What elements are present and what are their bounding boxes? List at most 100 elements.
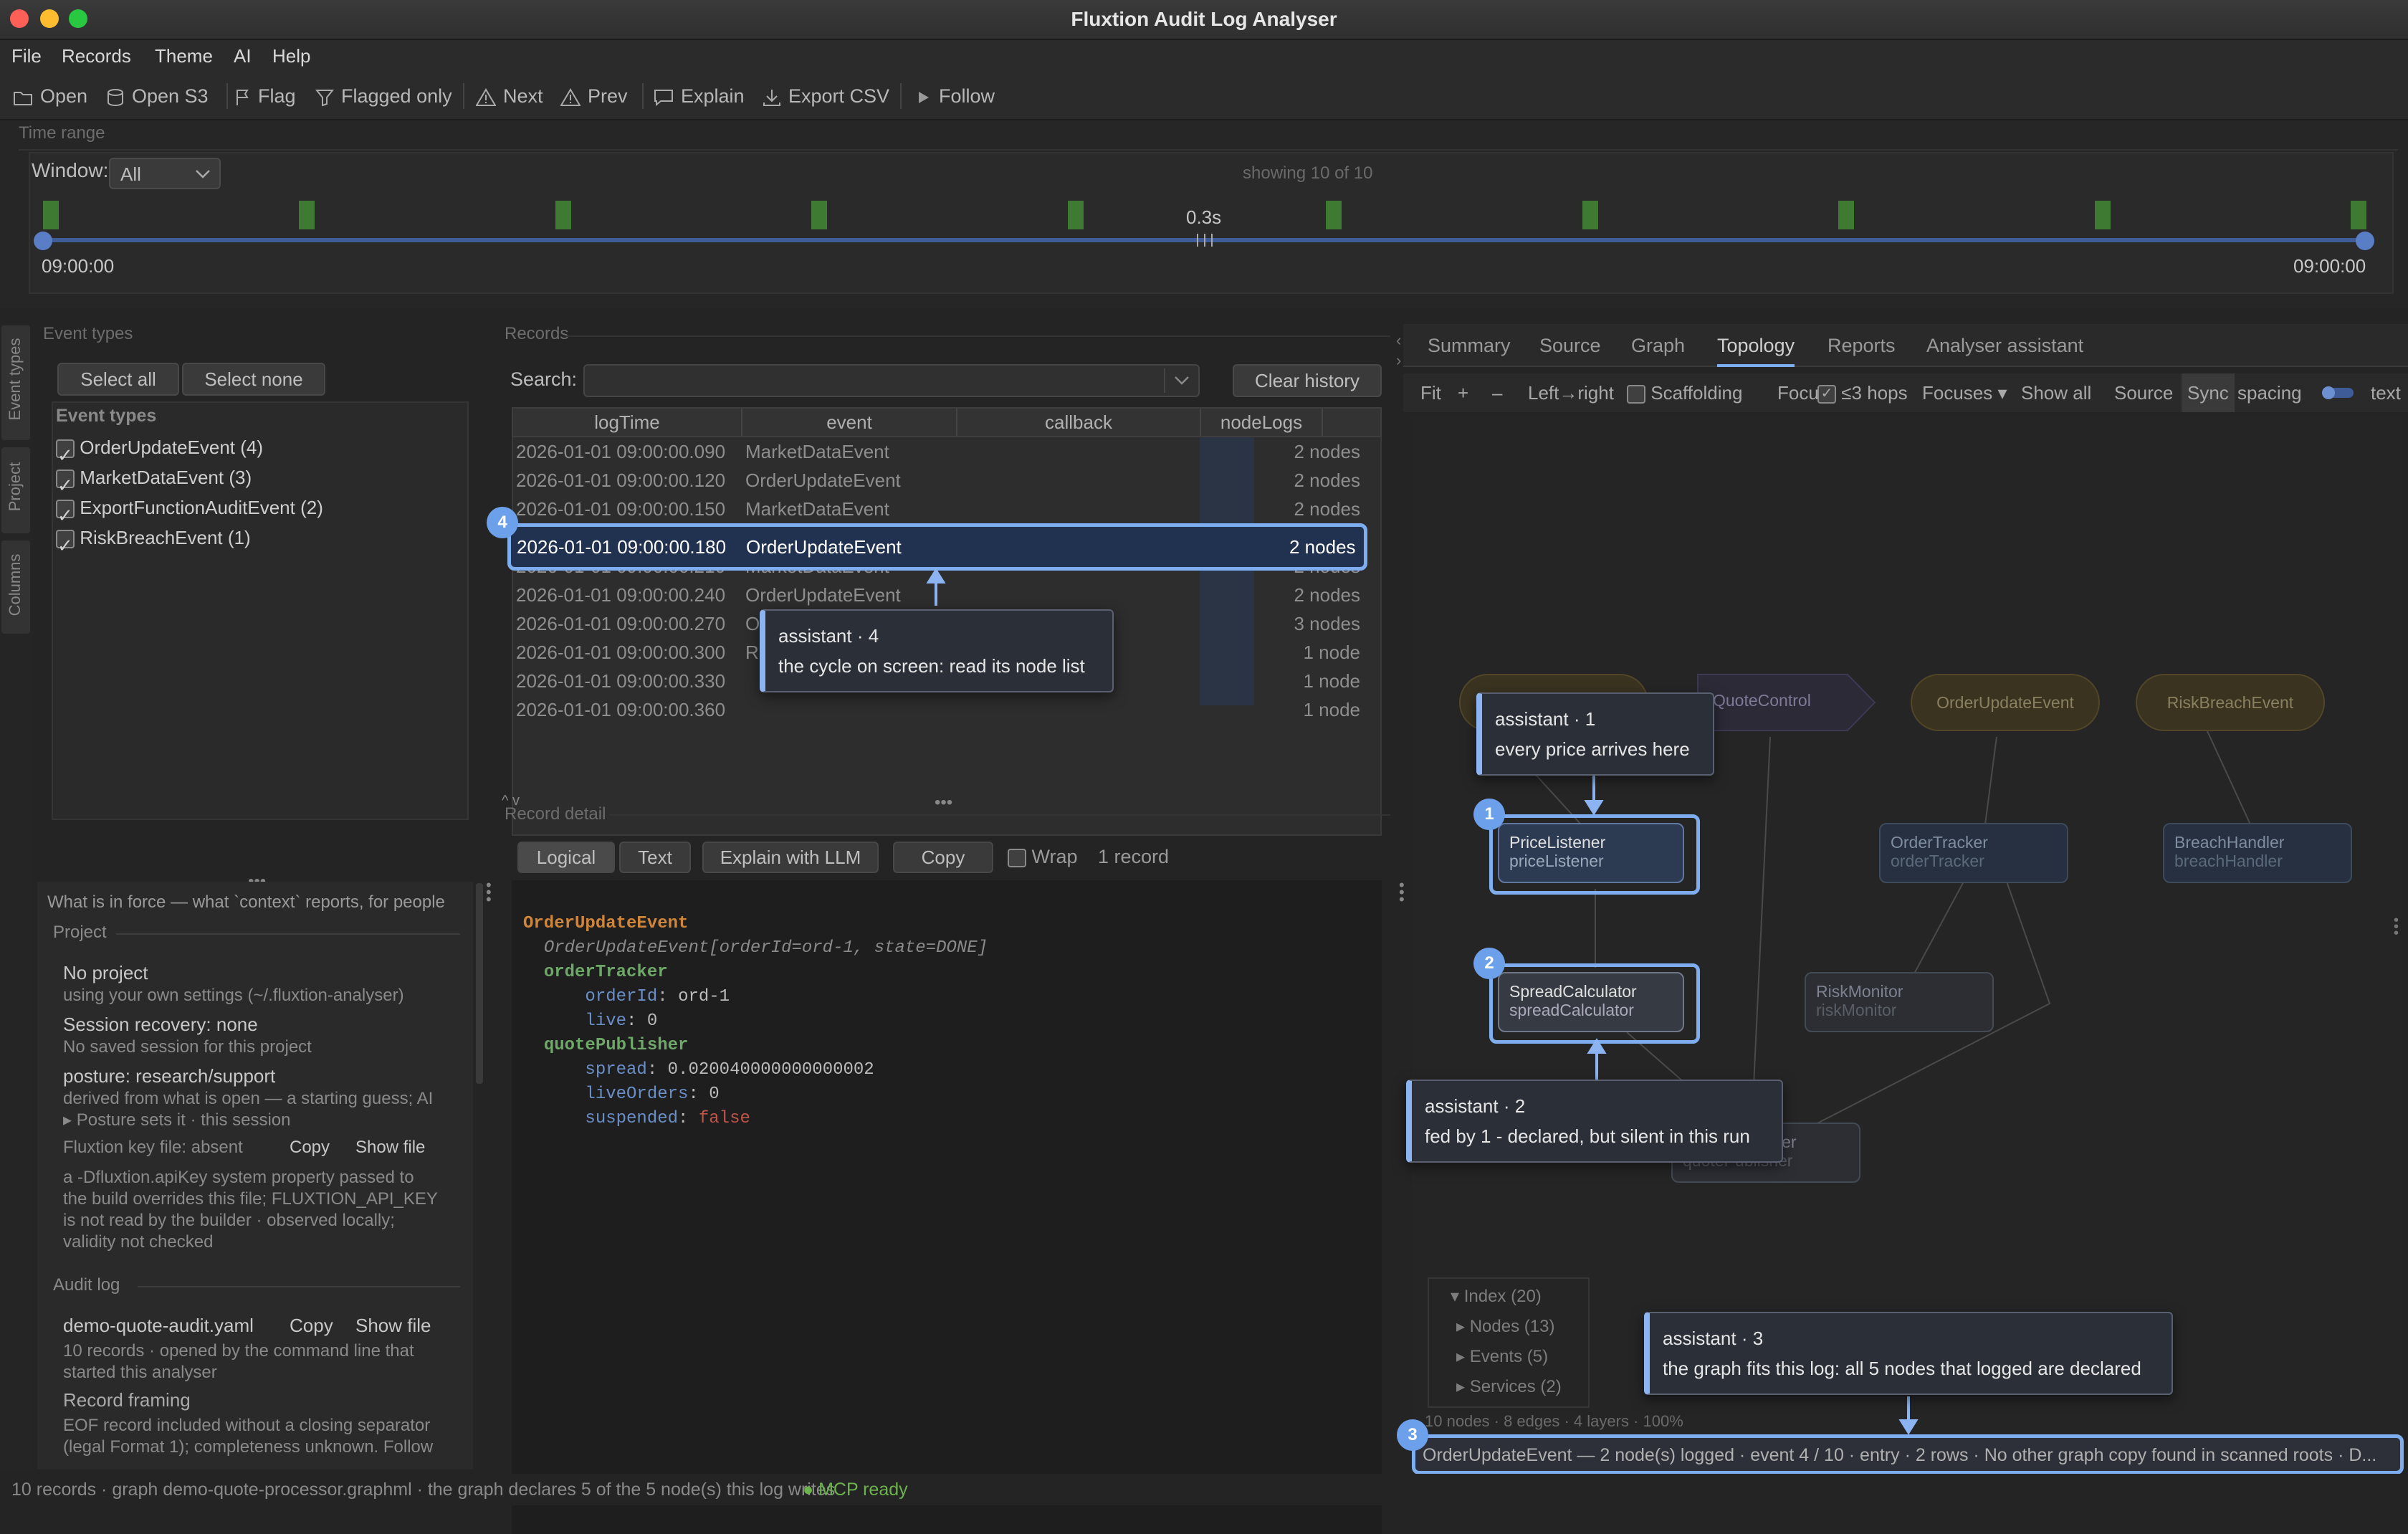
open-button[interactable]: Open	[13, 72, 87, 120]
scaffolding-toggle[interactable]: Scaffolding	[1627, 373, 1742, 412]
key-file-copy-link[interactable]: Copy	[290, 1138, 330, 1157]
text-tab[interactable]: Text	[619, 842, 691, 873]
range-start-handle[interactable]	[34, 232, 52, 250]
open-s3-button[interactable]: Open S3	[106, 72, 209, 120]
column-header-callback[interactable]: callback	[957, 409, 1201, 436]
show-all-button[interactable]: Show all	[2021, 382, 2092, 404]
tab-summary[interactable]: Summary	[1428, 335, 1511, 356]
explain-button[interactable]: Explain	[654, 72, 745, 120]
key-file-show-link[interactable]: Show file	[355, 1138, 426, 1157]
audit-file-copy-link[interactable]: Copy	[290, 1315, 333, 1336]
tab-analyser-assistant[interactable]: Analyser assistant	[1926, 335, 2084, 356]
graph-detail-bar[interactable]: OrderUpdateEvent — 2 node(s) logged · ev…	[1412, 1434, 2404, 1475]
hops-toggle[interactable]: ✓ ≤3 hops	[1817, 373, 1908, 412]
graph-event-orderupdate[interactable]: OrderUpdateEvent	[1911, 674, 2100, 731]
tab-source[interactable]: Source	[1539, 335, 1601, 356]
splitter-handle-vertical[interactable]: •••	[2394, 913, 2399, 941]
search-input[interactable]	[583, 364, 1200, 397]
tree-item-nodes[interactable]: ▸ Nodes (13)	[1451, 1312, 1588, 1342]
side-tab-project[interactable]: Project	[1, 447, 30, 533]
range-center-handle[interactable]	[1197, 234, 1213, 247]
column-header-event[interactable]: event	[742, 409, 957, 436]
collapse-toggle[interactable]: ^ v	[502, 793, 520, 809]
direction-button[interactable]: Left→right	[1528, 382, 1614, 404]
flag-button[interactable]: Flag	[235, 72, 296, 120]
close-window-button[interactable]	[10, 9, 29, 28]
checkbox-unchecked[interactable]	[1008, 848, 1026, 867]
splitter-handle[interactable]: •••	[935, 793, 953, 812]
column-header-logtime[interactable]: logTime	[513, 409, 742, 436]
copy-button[interactable]: Copy	[893, 842, 993, 873]
side-tab-event-types[interactable]: Event types	[1, 325, 30, 440]
column-header-nodelogs[interactable]: nodeLogs	[1201, 409, 1323, 436]
select-none-button[interactable]: Select none	[182, 363, 325, 396]
tree-item-index[interactable]: ▾ Index (20)	[1451, 1282, 1588, 1312]
event-type-item[interactable]: ✓ ExportFunctionAuditEvent (2)	[56, 493, 323, 526]
tree-item-services[interactable]: ▸ Services (2)	[1451, 1372, 1588, 1402]
splitter-handle-vertical[interactable]: •••	[1399, 876, 1405, 908]
export-csv-button[interactable]: Export CSV	[763, 72, 889, 120]
next-button[interactable]: Next	[475, 72, 543, 120]
zoom-window-button[interactable]	[69, 9, 87, 28]
event-type-item[interactable]: ✓ MarketDataEvent (3)	[56, 463, 252, 496]
menu-file[interactable]: File	[11, 45, 42, 67]
source-button[interactable]: Source	[2114, 382, 2174, 404]
event-type-item[interactable]: ✓ RiskBreachEvent (1)	[56, 523, 251, 556]
tab-graph[interactable]: Graph	[1631, 335, 1686, 356]
follow-button[interactable]: Follow	[916, 72, 995, 120]
splitter-handle-vertical[interactable]: •••	[486, 876, 492, 908]
zoom-out-button[interactable]: –	[1492, 382, 1503, 404]
menu-help[interactable]: Help	[272, 45, 311, 67]
checkbox-unchecked[interactable]	[1627, 385, 1645, 404]
menu-theme[interactable]: Theme	[155, 45, 213, 67]
zoom-in-button[interactable]: +	[1458, 382, 1469, 404]
flagged-only-button[interactable]: Flagged only	[315, 72, 452, 120]
chevron-right-icon[interactable]: ›	[1396, 351, 1402, 369]
checkbox-checked[interactable]: ✓	[56, 530, 75, 556]
checkbox-checked[interactable]: ✓	[56, 439, 75, 466]
focuses-dropdown[interactable]: Focuses ▾	[1922, 373, 2007, 412]
minimize-window-button[interactable]	[40, 9, 59, 28]
context-scrollbar[interactable]	[476, 883, 483, 1084]
tree-item-events[interactable]: ▸ Events (5)	[1451, 1342, 1588, 1372]
chevron-left-icon[interactable]: ‹	[1396, 331, 1402, 349]
tab-topology[interactable]: Topology	[1717, 324, 1795, 367]
range-end-handle[interactable]	[2356, 232, 2374, 250]
tab-reports[interactable]: Reports	[1828, 335, 1896, 356]
checkbox-checked[interactable]: ✓	[56, 500, 75, 526]
code-node-name: orderTracker	[543, 963, 668, 982]
menu-records[interactable]: Records	[62, 45, 131, 67]
clear-history-button[interactable]: Clear history	[1233, 364, 1382, 397]
prev-button[interactable]: Prev	[560, 72, 628, 120]
select-all-button[interactable]: Select all	[57, 363, 179, 396]
menu-ai[interactable]: AI	[234, 45, 252, 67]
side-tab-columns[interactable]: Columns	[1, 540, 30, 634]
chevron-down-icon[interactable]	[1174, 376, 1190, 386]
sync-toggle[interactable]: Sync	[2182, 373, 2235, 412]
checkbox-checked[interactable]: ✓	[1817, 385, 1836, 404]
graph-event-riskbreach[interactable]: RiskBreachEvent	[2136, 674, 2325, 731]
fit-button[interactable]: Fit	[1420, 382, 1441, 404]
posture-sets-toggle[interactable]: ▸ Posture sets it · this session	[63, 1110, 291, 1131]
checkbox-checked[interactable]: ✓	[56, 470, 75, 496]
wrap-toggle[interactable]: Wrap	[1008, 846, 1078, 868]
selected-record-row[interactable]: 2026-01-01 09:00:00.180 OrderUpdateEvent…	[507, 523, 1367, 571]
explain-with-llm-button[interactable]: Explain with LLM	[702, 842, 879, 873]
spacing-slider[interactable]	[2322, 386, 2354, 399]
event-type-item[interactable]: ✓ OrderUpdateEvent (4)	[56, 433, 263, 466]
window-select[interactable]: All	[109, 158, 221, 189]
logical-tab[interactable]: Logical	[517, 842, 615, 873]
graph-canvas[interactable]: MarketDataEvent QuoteControl OrderUpdate…	[1412, 416, 2402, 1444]
audit-file-show-link[interactable]: Show file	[355, 1315, 431, 1336]
